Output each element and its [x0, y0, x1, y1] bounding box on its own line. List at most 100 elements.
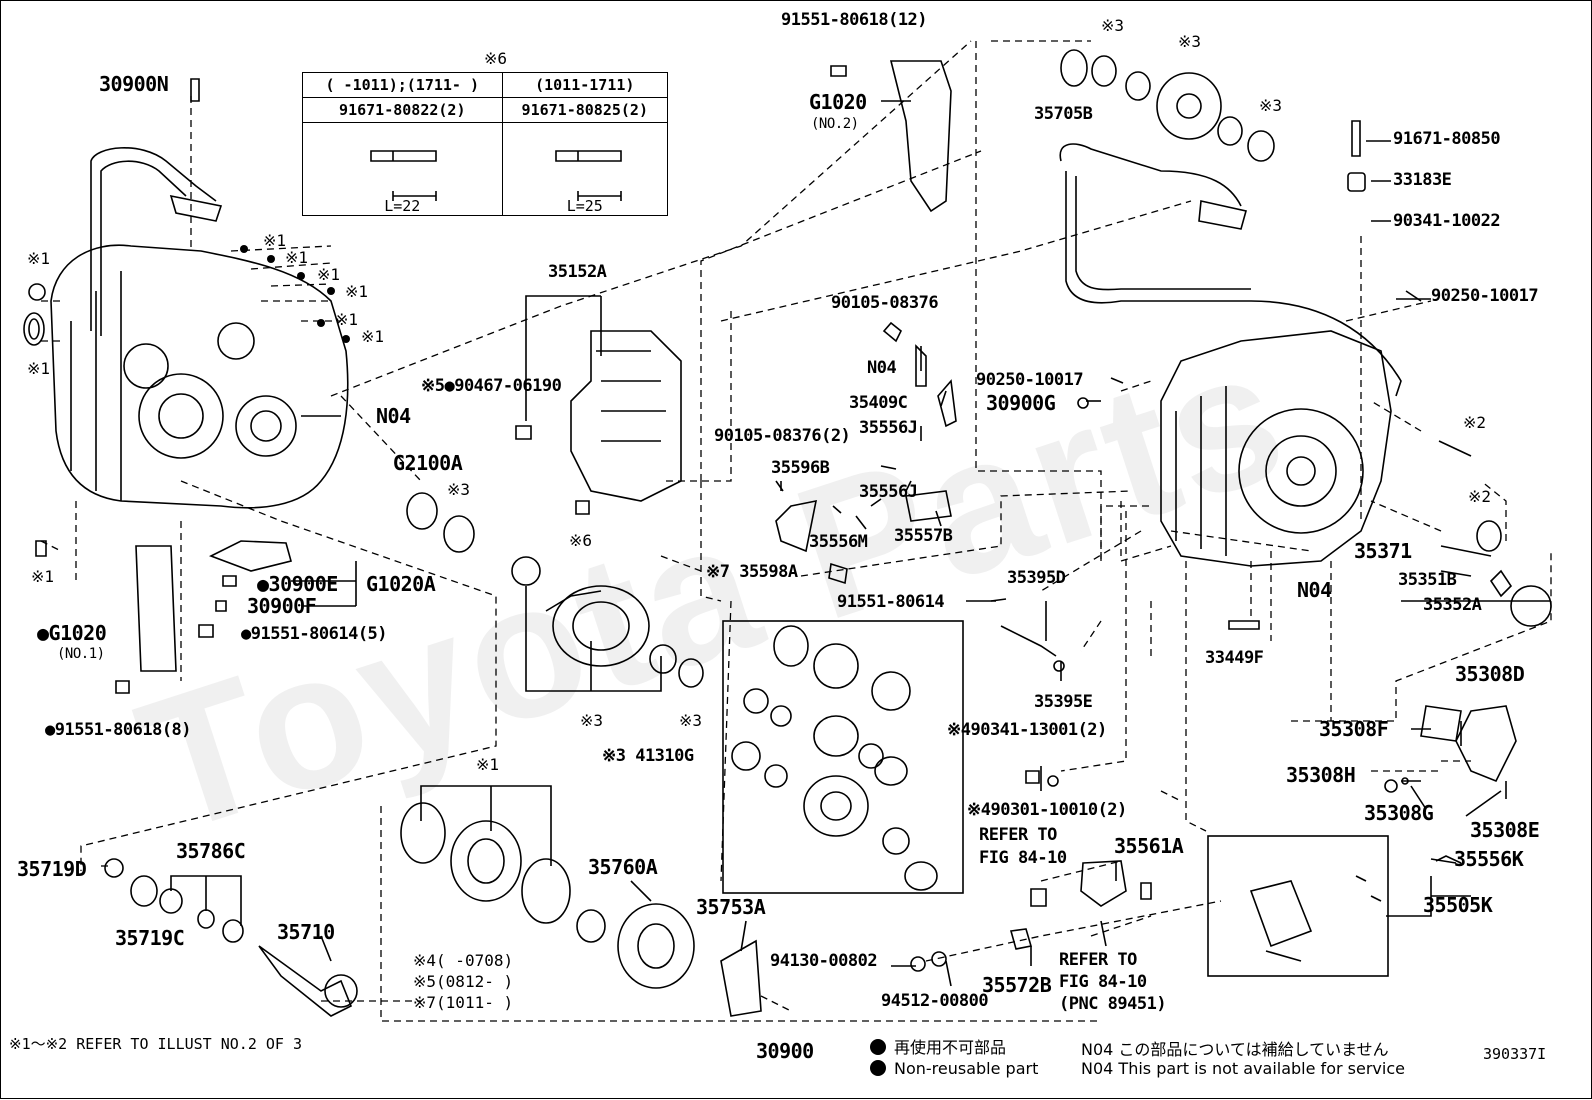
part-label-30900G[interactable]: 30900G: [986, 391, 1056, 415]
part-label-35572B[interactable]: 35572B: [982, 973, 1052, 997]
part-label-35557B[interactable]: 35557B: [894, 526, 953, 546]
note-mark: ※3: [1178, 32, 1202, 51]
part-label-90250-10017-a[interactable]: 90250-10017: [1431, 286, 1539, 306]
part-label-35308E[interactable]: 35308E: [1470, 818, 1540, 842]
note-mark: ※6: [569, 531, 593, 550]
part-label-91671-80850[interactable]: 91671-80850: [1393, 129, 1501, 149]
nonreusable-dot-icon: [870, 1060, 886, 1076]
variant-part-1: 91671-80822(2): [302, 97, 503, 123]
part-label-33183E[interactable]: 33183E: [1393, 170, 1452, 190]
part-label-35710[interactable]: 35710: [277, 920, 335, 944]
part-label-35505K[interactable]: 35505K: [1423, 893, 1493, 917]
part-label-35152A[interactable]: 35152A: [548, 262, 607, 282]
part-label-35719C[interactable]: 35719C: [115, 926, 185, 950]
part-label-G1020-top-sub: (NO.2): [811, 116, 859, 132]
part-label-35371[interactable]: 35371: [1354, 539, 1412, 563]
note-mark: ※3: [1259, 96, 1283, 115]
refer-label-1b[interactable]: FIG 84-10: [979, 848, 1067, 868]
part-label-41310G[interactable]: ※3 41310G: [602, 746, 694, 766]
part-label-33449F[interactable]: 33449F: [1205, 648, 1264, 668]
note-mark: ※1: [317, 265, 341, 284]
note-mark: ※1: [345, 282, 369, 301]
note-mark: ※1: [263, 231, 287, 250]
note-mark: ※3: [447, 480, 471, 499]
part-label-30900N[interactable]: 30900N: [99, 72, 169, 96]
legend-nonreusable-jp: 再使用不可部品: [870, 1034, 1006, 1058]
part-label-N04-right[interactable]: N04: [1297, 578, 1332, 602]
part-label-N04-small[interactable]: N04: [867, 358, 897, 378]
part-label-30900[interactable]: 30900: [756, 1039, 814, 1063]
part-label-90301-10010[interactable]: ※490301-10010(2): [967, 800, 1127, 820]
part-label-90341-10022[interactable]: 90341-10022: [1393, 211, 1501, 231]
illustration-id: 390337I: [1483, 1045, 1547, 1063]
part-label-N04-left[interactable]: N04: [376, 404, 411, 428]
part-label-35308D[interactable]: 35308D: [1455, 662, 1525, 686]
part-label-35556J-a[interactable]: 35556J: [859, 418, 918, 438]
part-label-35561A[interactable]: 35561A: [1114, 834, 1184, 858]
part-label-35596B[interactable]: 35596B: [771, 458, 830, 478]
variant-part-2: 91671-80825(2): [501, 97, 669, 123]
date-note-4: ※4( -0708): [413, 951, 514, 970]
part-label-35705B[interactable]: 35705B: [1034, 104, 1093, 124]
part-label-35719D[interactable]: 35719D: [17, 857, 87, 881]
part-label-35308F[interactable]: 35308F: [1319, 717, 1389, 741]
legend-n04-en: N04 This part is not available for servi…: [1081, 1059, 1405, 1078]
refer-label-2a: REFER TO: [1059, 950, 1137, 970]
part-label-90105-08376-2[interactable]: 90105-08376(2): [714, 426, 851, 446]
part-label-35308H[interactable]: 35308H: [1286, 763, 1356, 787]
part-label-94130-00802[interactable]: 94130-00802: [770, 951, 878, 971]
part-label-35395D[interactable]: 35395D: [1007, 568, 1066, 588]
part-label-35556K[interactable]: 35556K: [1454, 847, 1524, 871]
part-label-G2100A[interactable]: G2100A: [393, 451, 463, 475]
part-label-90105-08376[interactable]: 90105-08376: [831, 293, 939, 313]
part-label-G1020-left[interactable]: ●G1020: [37, 621, 107, 645]
note-mark: ※1: [335, 310, 359, 329]
note-mark: ※1: [27, 359, 51, 378]
part-label-35556J-b[interactable]: 35556J: [859, 482, 918, 502]
part-label-35308G[interactable]: 35308G: [1364, 801, 1434, 825]
part-label-35556M[interactable]: 35556M: [809, 532, 868, 552]
legend-nonreusable-jp-text: 再使用不可部品: [894, 1038, 1007, 1057]
part-label-G1020-left-sub: (NO.1): [57, 646, 105, 662]
note-mark: ※1: [27, 249, 51, 268]
part-label-35352A[interactable]: 35352A: [1423, 595, 1482, 615]
part-label-30900E[interactable]: ●30900E: [257, 572, 338, 596]
part-label-30900F[interactable]: 30900F: [247, 594, 317, 618]
refer-label-2b[interactable]: FIG 84-10: [1059, 972, 1147, 992]
refer-label-2c: (PNC 89451): [1059, 994, 1167, 1014]
part-label-91551-80614[interactable]: 91551-80614: [837, 592, 945, 612]
legend-n04-jp: N04 この部品については補給していません: [1081, 1040, 1389, 1059]
note-mark: ※3: [1101, 16, 1125, 35]
table-note: ※6: [484, 49, 508, 68]
footer-refer-note: ※1～※2 REFER TO ILLUST NO.2 OF 3: [9, 1035, 302, 1053]
date-note-5: ※5(0812- ): [413, 972, 514, 991]
note-mark: ※2: [1468, 487, 1492, 506]
part-label-35786C[interactable]: 35786C: [176, 839, 246, 863]
variant-table: ( -1011);(1711- ) (1011-1711) 91671-8082…: [302, 72, 669, 216]
part-label-91551-80618-12[interactable]: 91551-80618(12): [781, 10, 928, 30]
legend-nonreusable-en: Non-reusable part: [870, 1059, 1038, 1078]
part-label-35598A[interactable]: ※7 35598A: [706, 562, 798, 582]
part-label-90341-13001[interactable]: ※490341-13001(2): [947, 720, 1107, 740]
part-label-G1020A[interactable]: G1020A: [366, 572, 436, 596]
variant-header-1: ( -1011);(1711- ): [302, 72, 503, 98]
part-label-35760A[interactable]: 35760A: [588, 855, 658, 879]
part-label-90467-06190[interactable]: ※5●90467-06190: [421, 376, 562, 396]
part-label-35395E[interactable]: 35395E: [1034, 692, 1093, 712]
note-mark: ※3: [679, 711, 703, 730]
part-label-94512-00800[interactable]: 94512-00800: [881, 991, 989, 1011]
note-mark: ※3: [580, 711, 604, 730]
part-label-91551-80618-8[interactable]: ●91551-80618(8): [45, 720, 192, 740]
part-label-91551-80614-5[interactable]: ●91551-80614(5): [241, 624, 388, 644]
note-mark: ※1: [476, 755, 500, 774]
variant-length-1: L=22: [302, 122, 503, 216]
date-note-7: ※7(1011- ): [413, 993, 514, 1012]
note-mark: ※1: [361, 327, 385, 346]
part-label-35409C[interactable]: 35409C: [849, 393, 908, 413]
part-label-G1020-top[interactable]: G1020: [809, 90, 867, 114]
part-label-90250-10017-b[interactable]: 90250-10017: [976, 370, 1084, 390]
part-label-35351B[interactable]: 35351B: [1398, 570, 1457, 590]
variant-header-2: (1011-1711): [501, 72, 669, 98]
part-label-35753A[interactable]: 35753A: [696, 895, 766, 919]
